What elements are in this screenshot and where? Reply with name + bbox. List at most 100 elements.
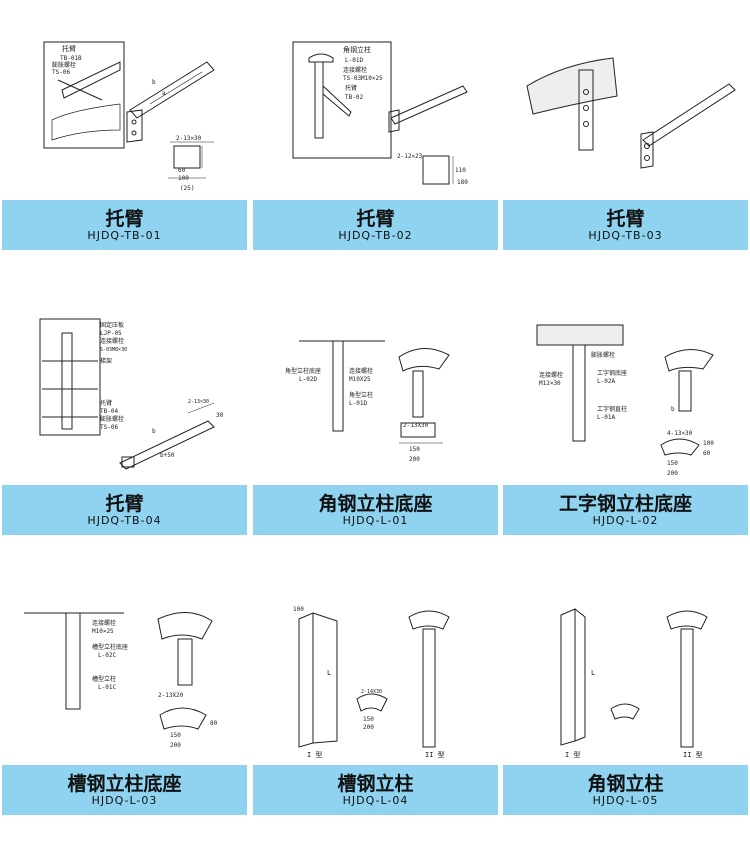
tb-01-label-9: (25) [180, 185, 194, 192]
l-01-title: 角钢立柱底座 [318, 493, 433, 515]
l-03-label-3: L-02C [98, 652, 116, 659]
l-03-drawing: 连接螺栓 M10×25 槽型立柱底座 L-02C 槽型立柱 L-01C 2-13… [24, 612, 218, 749]
l-02-label-9: 150 [667, 460, 678, 467]
tb-04-code: HJDQ-TB-04 [87, 514, 162, 527]
tb-02-label-3: TS-03M10×25 [343, 75, 383, 82]
l-04-label-2: I 型 [307, 750, 322, 759]
l-02-label-0: 膨胀螺栓 [591, 351, 615, 359]
tb-02-label-0: 角钢立柱 [343, 45, 371, 54]
l-05-title: 角钢立柱 [587, 773, 664, 795]
l-02-label-4: L-02A [597, 378, 615, 385]
l-04-label-0: 100 [293, 606, 304, 613]
l-01-label-1: L-02D [299, 376, 317, 383]
product-card-tb-04: 固定压板 LJP-05 连接螺栓 S-03M8×30 梯架 托臂 TB-04 膨… [2, 285, 247, 565]
product-card-l-04: 100 L I 型 II 型 2-14X30 150 200 槽钢立柱 HJDQ… [253, 565, 498, 845]
l-03-label-4: 槽型立柱 [92, 675, 116, 683]
tb-01-label-5: a [162, 90, 166, 97]
l-02-label-3: 工字钢底座 [597, 369, 627, 377]
tb-04-caption: 托臂 HJDQ-TB-04 [2, 485, 247, 535]
l-01-drawing: 角型立柱底座 L-02D 连接螺栓 M10X25 角型立柱 L-01D 2-13… [285, 340, 450, 463]
l-02-label-11: 100 [703, 440, 714, 447]
tb-02-label-8: 180 [457, 179, 468, 186]
product-card-tb-02: 角钢立柱 L-01D 连接螺栓 TS-03M10×25 托臂 TB-02 2-1… [253, 0, 498, 280]
tb-01-label-2: 膨胀螺栓 [52, 61, 76, 69]
l-02-label-12: 60 [703, 450, 711, 457]
l-04-label-5: 150 [363, 716, 374, 723]
l-04-code: HJDQ-L-04 [342, 794, 409, 807]
l-02-label-1: 连接螺栓 [539, 371, 563, 379]
l-03-label-9: 80 [210, 720, 218, 727]
tb-04-label-7: 膨胀螺栓 [100, 415, 124, 423]
l-03-label-1: M10×25 [92, 628, 114, 635]
tb-01-label-7: 60 [178, 167, 186, 174]
l-01-label-8: 200 [409, 456, 420, 463]
tb-01-label-3: TS-06 [52, 69, 70, 76]
l-01-label-7: 150 [409, 446, 420, 453]
tb-02-label-5: TB-02 [345, 94, 363, 101]
tb-01-label-4: b [152, 79, 156, 86]
tb-01-label-1: TB-01B [60, 55, 82, 62]
l-03-code: HJDQ-L-03 [91, 794, 158, 807]
l-01-label-5: L-01D [349, 400, 367, 407]
l-02-label-10: 200 [667, 470, 678, 477]
tb-02-label-6: 2-12×23 [397, 153, 423, 160]
tb-01-drawing: 托臂 TB-01B 膨胀螺栓 TS-06 b a 2-13×30 60 100 … [43, 41, 215, 192]
tb-04-label-6: TB-04 [100, 408, 118, 415]
l-04-label-6: 200 [363, 724, 374, 731]
l-02-drawing: 膨胀螺栓 连接螺栓 M12×30 工字钢底座 L-02A 工字钢直柱 L-01A… [536, 324, 714, 477]
tb-02-label-7: 110 [455, 167, 466, 174]
tb-02-caption: 托臂 HJDQ-TB-02 [253, 200, 498, 250]
l-05-label-0: L [591, 669, 595, 677]
tb-04-label-4: 梯架 [100, 357, 112, 365]
l-03-label-0: 连接螺栓 [92, 619, 116, 627]
tb-04-label-11: 2-13×30 [188, 399, 209, 405]
l-04-drawing: 100 L I 型 II 型 2-14X30 150 200 [293, 606, 450, 759]
l-01-label-4: 角型立柱 [349, 391, 373, 399]
l-01-caption: 角钢立柱底座 HJDQ-L-01 [253, 485, 498, 535]
tb-01-caption: 托臂 HJDQ-TB-01 [2, 200, 247, 250]
l-05-drawing: L I 型 II 型 [560, 608, 708, 759]
product-card-l-03: 连接螺栓 M10×25 槽型立柱底座 L-02C 槽型立柱 L-01C 2-13… [2, 565, 247, 845]
tb-04-label-5: 托臂 [100, 399, 112, 407]
l-01-label-3: M10X25 [349, 376, 371, 383]
tb-01-title: 托臂 [105, 208, 144, 230]
l-04-label-3: II 型 [425, 750, 445, 759]
tb-02-label-4: 托臂 [345, 84, 357, 92]
l-05-code: HJDQ-L-05 [592, 794, 659, 807]
tb-01-label-0: 托臂 [62, 44, 76, 53]
tb-04-label-1: LJP-05 [100, 330, 122, 337]
tb-03-title: 托臂 [606, 208, 645, 230]
l-04-caption: 槽钢立柱 HJDQ-L-04 [253, 765, 498, 815]
l-02-label-8: b [671, 406, 675, 413]
product-card-l-02: 膨胀螺栓 连接螺栓 M12×30 工字钢底座 L-02A 工字钢直柱 L-01A… [503, 285, 748, 565]
l-05-label-1: I 型 [565, 750, 580, 759]
product-card-l-01: 角型立柱底座 L-02D 连接螺栓 M10X25 角型立柱 L-01D 2-13… [253, 285, 498, 565]
l-01-label-6: 2-13X30 [403, 422, 429, 429]
l-02-label-7: 4-13×30 [667, 430, 693, 437]
product-card-l-05: L I 型 II 型 角钢立柱 HJDQ-L-05 [503, 565, 748, 845]
tb-04-label-0: 固定压板 [100, 321, 124, 329]
l-02-label-5: 工字钢直柱 [597, 405, 627, 413]
l-03-label-6: 2-13X20 [158, 692, 184, 699]
tb-02-label-2: 连接螺栓 [343, 66, 367, 74]
l-01-label-0: 角型立柱底座 [285, 367, 321, 375]
tb-02-title: 托臂 [356, 208, 395, 230]
l-02-label-2: M12×30 [539, 380, 561, 387]
tb-01-label-8: 100 [178, 175, 189, 182]
l-04-label-4: 2-14X30 [361, 689, 382, 695]
tb-04-label-10: b+50 [160, 452, 175, 459]
l-03-title: 槽钢立柱底座 [67, 773, 182, 795]
tb-01-label-6: 2-13×30 [176, 135, 202, 142]
tb-02-label-1: L-01D [345, 57, 363, 64]
tb-03-code: HJDQ-TB-03 [588, 229, 663, 242]
tb-04-label-9: b [152, 428, 156, 435]
tb-02-drawing: 角钢立柱 L-01D 连接螺栓 TS-03M10×25 托臂 TB-02 2-1… [292, 41, 468, 186]
tb-04-label-8: TS-06 [100, 424, 118, 431]
tb-03-caption: 托臂 HJDQ-TB-03 [503, 200, 748, 250]
tb-01-code: HJDQ-TB-01 [87, 229, 162, 242]
tb-04-label-3: S-03M8×30 [100, 347, 127, 353]
l-04-title: 槽钢立柱 [337, 773, 414, 795]
l-05-caption: 角钢立柱 HJDQ-L-05 [503, 765, 748, 815]
l-03-caption: 槽钢立柱底座 HJDQ-L-03 [2, 765, 247, 815]
